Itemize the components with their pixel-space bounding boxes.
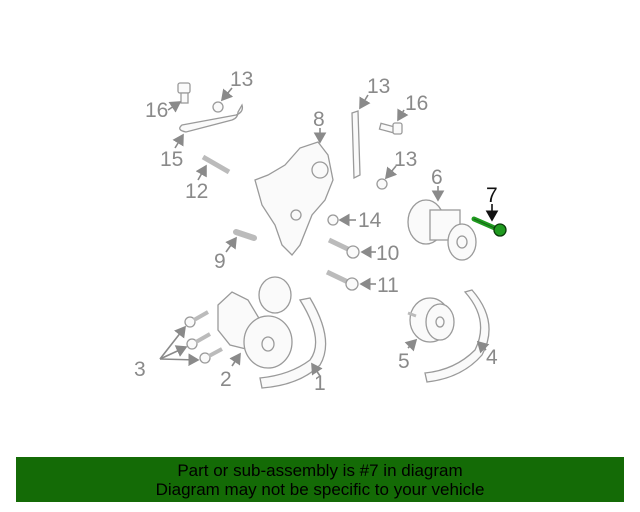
- part-16-bolt-left[interactable]: [177, 82, 191, 104]
- part-16-bolt-right[interactable]: [378, 122, 403, 135]
- parts-diagram: 16 13 15 12 8 13 16 13 14 10 11: [134, 68, 507, 395]
- part-13-nut-top[interactable]: [212, 101, 224, 113]
- part-10-bolt[interactable]: [327, 237, 360, 259]
- callout-13-top[interactable]: 13: [230, 68, 253, 91]
- callout-15[interactable]: 15: [160, 148, 183, 171]
- callout-12[interactable]: 12: [185, 180, 208, 203]
- part-5-idler-pulley[interactable]: [407, 297, 455, 343]
- part-3-bolts[interactable]: [184, 310, 223, 364]
- callout-4[interactable]: 4: [486, 346, 498, 369]
- callout-16-left[interactable]: 16: [145, 99, 168, 122]
- part-9-pin[interactable]: [233, 229, 257, 241]
- part-11-bolt[interactable]: [325, 269, 359, 291]
- callout-8[interactable]: 8: [313, 108, 325, 131]
- callout-6[interactable]: 6: [431, 166, 443, 189]
- callout-3[interactable]: 3: [134, 358, 146, 381]
- callout-2[interactable]: 2: [220, 368, 232, 391]
- callout-1[interactable]: 1: [314, 372, 326, 395]
- callout-10[interactable]: 10: [376, 242, 399, 265]
- callout-14[interactable]: 13: [367, 75, 390, 98]
- callout-7[interactable]: 7: [486, 184, 498, 207]
- part-15-bracket[interactable]: [179, 103, 244, 133]
- callout-13-right[interactable]: 13: [394, 148, 417, 171]
- callout-9[interactable]: 9: [214, 250, 226, 273]
- callout-16-right[interactable]: 16: [405, 92, 428, 115]
- part-7-bolt-highlighted[interactable]: [471, 216, 507, 237]
- part-14-strap[interactable]: [351, 110, 361, 180]
- info-banner: Part or sub-assembly is #7 in diagram Di…: [16, 457, 624, 502]
- part-4-belt[interactable]: [424, 289, 490, 383]
- callout-13-middle[interactable]: 14: [358, 209, 382, 232]
- banner-line-disclaimer: Diagram may not be specific to your vehi…: [155, 480, 485, 499]
- part-2-belt-tensioner[interactable]: [217, 276, 293, 369]
- part-8-mounting-bracket[interactable]: [254, 141, 334, 256]
- banner-line-part-number: Part or sub-assembly is #7 in diagram: [177, 461, 463, 480]
- callout-11[interactable]: 11: [377, 274, 399, 297]
- part-1-belt[interactable]: [259, 297, 327, 389]
- part-13-nut-right[interactable]: [376, 178, 388, 190]
- part-6-tensioner[interactable]: [407, 199, 477, 261]
- part-13-nut-middle[interactable]: [327, 214, 339, 226]
- callout-5[interactable]: 5: [398, 350, 410, 373]
